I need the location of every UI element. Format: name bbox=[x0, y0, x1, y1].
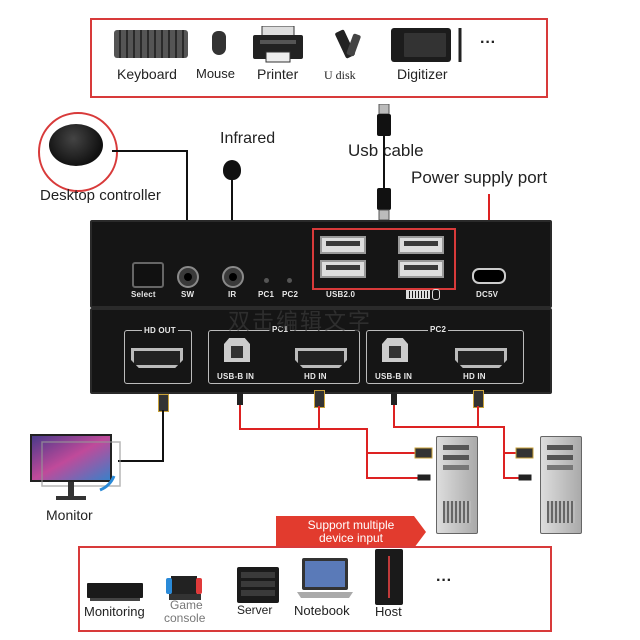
monitoring-label: Monitoring bbox=[84, 604, 145, 619]
power-supply-port-label: Power supply port bbox=[411, 168, 548, 187]
pc2-hd-in-port bbox=[455, 348, 507, 368]
mouse-icon bbox=[212, 31, 226, 55]
printer-icon bbox=[253, 26, 303, 63]
server-icon bbox=[237, 567, 279, 603]
infrared-sensor-icon bbox=[223, 160, 241, 180]
notebook-label: Notebook bbox=[294, 603, 350, 618]
select-label: Select bbox=[131, 290, 156, 299]
pc2-hd-in-label: HD IN bbox=[463, 372, 486, 381]
host2-tower-icon bbox=[540, 436, 582, 534]
pc2-led-label: PC2 bbox=[282, 290, 299, 299]
dc5v-port bbox=[472, 268, 506, 284]
controller-cable bbox=[112, 150, 188, 152]
banner-line-2: device input bbox=[318, 531, 384, 545]
game-console-label-2: console bbox=[164, 611, 206, 625]
ir-label: IR bbox=[228, 290, 237, 299]
sw-port bbox=[177, 266, 199, 288]
digitizer-label: Digitizer bbox=[397, 66, 448, 82]
printer-label: Printer bbox=[257, 66, 299, 82]
game-console-label-1: Game bbox=[170, 598, 203, 612]
pc1-usb-b-port bbox=[224, 338, 250, 362]
usb-cable-icon bbox=[377, 104, 391, 221]
pc2-led bbox=[287, 278, 292, 283]
pc2-usb-b-label: USB-B IN bbox=[375, 372, 413, 381]
digitizer-icon bbox=[391, 28, 462, 62]
usb-a-port-4 bbox=[398, 260, 444, 278]
host-label: Host bbox=[375, 604, 402, 619]
pc1-hd-in-port bbox=[295, 348, 347, 368]
usb-a-port-2 bbox=[320, 260, 366, 278]
dc5v-label: DC5V bbox=[476, 290, 499, 299]
monitor-label: Monitor bbox=[46, 507, 93, 523]
watermark-text: 双击编辑文字 bbox=[228, 310, 373, 335]
pc1-led bbox=[264, 278, 269, 283]
usb-port-highlight bbox=[312, 228, 456, 290]
pc1-usb-wire-v bbox=[239, 405, 241, 429]
sw-label: SW bbox=[181, 290, 195, 299]
monitoring-device-icon bbox=[87, 583, 143, 601]
controller-cable-drop bbox=[186, 150, 188, 262]
usb-a-port-3 bbox=[398, 236, 444, 254]
pc2-usb-plug bbox=[391, 392, 397, 405]
usb-cable-label: Usb cable bbox=[348, 141, 424, 160]
pc2-group-label: PC2 bbox=[428, 325, 449, 334]
keyboard-icon bbox=[114, 30, 188, 58]
u-disk-label: U disk bbox=[324, 68, 356, 82]
monitor-icon bbox=[30, 434, 121, 500]
banner-line-1: Support multiple bbox=[307, 518, 395, 532]
hd-out-label: HD OUT bbox=[142, 326, 178, 335]
pc1-hd-in-label: HD IN bbox=[304, 372, 327, 381]
host1-tower-icon bbox=[436, 436, 478, 534]
pc1-usb-b-label: USB-B IN bbox=[217, 372, 255, 381]
mouse-label: Mouse bbox=[196, 66, 236, 81]
pc2-usb-b-port bbox=[382, 338, 408, 362]
usb20-label: USB2.0 bbox=[326, 290, 356, 299]
monitor-cable-h bbox=[118, 460, 164, 462]
pc1-led-label: PC1 bbox=[258, 290, 275, 299]
host2-usb-plug bbox=[518, 474, 532, 481]
pc1-usb-plug bbox=[237, 392, 243, 405]
pc1-wire-h bbox=[239, 428, 368, 430]
mini-mouse-icon bbox=[432, 289, 440, 300]
more-peripherals: ··· bbox=[480, 34, 496, 51]
hd-out-port bbox=[131, 348, 183, 368]
desktop-controller-icon bbox=[49, 124, 103, 166]
host1-usb-plug bbox=[417, 474, 431, 481]
host2-hd-plug bbox=[515, 447, 534, 459]
ir-port bbox=[222, 266, 244, 288]
keyboard-mouse-icon bbox=[406, 290, 430, 299]
usb-a-port-1 bbox=[320, 236, 366, 254]
keyboard-label: Keyboard bbox=[117, 66, 177, 82]
desktop-controller-label: Desktop controller bbox=[40, 187, 161, 204]
pc2-wire-to-host-a bbox=[503, 452, 519, 454]
pc1-hd-wire-v bbox=[318, 406, 320, 430]
pc2-wire-h bbox=[393, 426, 505, 428]
pc2-wire-to-host-b bbox=[503, 477, 519, 479]
pc2-hd-wire-v bbox=[477, 406, 479, 428]
notebook-icon bbox=[297, 558, 353, 598]
pc1-group-label: PC1 bbox=[270, 325, 291, 334]
pc1-wire-to-host-a bbox=[366, 452, 418, 454]
host-icon bbox=[375, 549, 403, 605]
more-input-devices: ··· bbox=[436, 572, 452, 589]
monitor-cable-v bbox=[162, 410, 164, 460]
support-banner: Support multiple device input bbox=[276, 516, 426, 548]
select-button[interactable] bbox=[132, 262, 164, 288]
game-console-icon bbox=[166, 576, 202, 600]
u-disk-icon bbox=[335, 29, 361, 59]
server-label: Server bbox=[237, 603, 273, 617]
pc1-wire-to-host-b bbox=[366, 477, 418, 479]
host1-hd-plug bbox=[414, 447, 433, 459]
pc2-usb-wire-v bbox=[393, 405, 395, 427]
infrared-label: Infrared bbox=[220, 130, 276, 147]
